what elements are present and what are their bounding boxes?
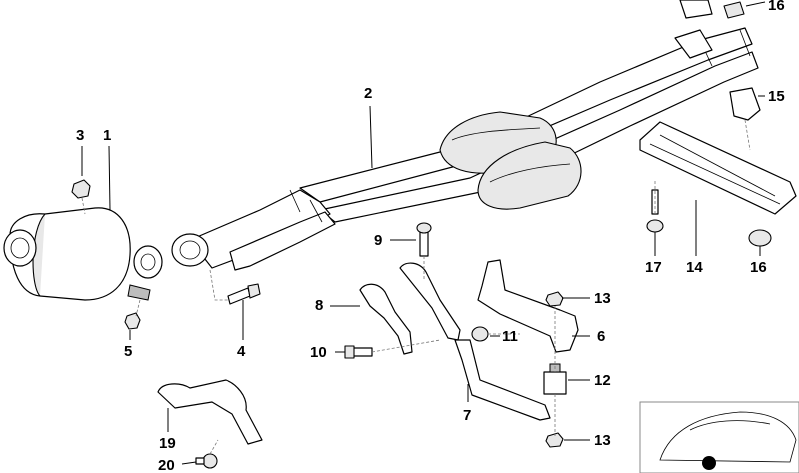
label-20: 20 bbox=[158, 457, 175, 473]
rubber-16-bottom bbox=[748, 229, 772, 247]
location-dot bbox=[702, 456, 716, 470]
label-13-upper: 13 bbox=[594, 290, 611, 307]
label-2: 2 bbox=[364, 85, 372, 102]
label-12: 12 bbox=[594, 372, 611, 389]
label-3: 3 bbox=[76, 127, 84, 144]
label-10: 10 bbox=[310, 344, 327, 361]
nut-11 bbox=[471, 326, 489, 342]
label-8: 8 bbox=[315, 297, 323, 314]
label-6: 6 bbox=[597, 328, 605, 345]
bracket-19 bbox=[157, 379, 263, 445]
heat-shield-14 bbox=[639, 121, 797, 215]
catalytic-converter-front bbox=[3, 207, 163, 301]
bracket-7 bbox=[454, 339, 551, 421]
label-16-bottom: 16 bbox=[750, 259, 767, 276]
bolt-20 bbox=[195, 453, 218, 469]
label-11: 11 bbox=[502, 328, 518, 345]
nut-3 bbox=[71, 179, 91, 199]
label-13-lower: 13 bbox=[594, 432, 611, 449]
label-19: 19 bbox=[159, 435, 176, 452]
bolt-10 bbox=[344, 345, 373, 359]
nut-5 bbox=[124, 312, 141, 330]
label-7: 7 bbox=[463, 407, 471, 424]
bracket-8 bbox=[359, 262, 461, 355]
part-number-labels: 3 1 2 5 4 9 8 10 11 7 6 13 12 13 15 16 1… bbox=[76, 0, 785, 473]
bracket-6 bbox=[477, 259, 579, 353]
vehicle-location-inset bbox=[639, 401, 799, 473]
label-17: 17 bbox=[645, 259, 662, 276]
hanger-15 bbox=[729, 87, 761, 121]
label-1: 1 bbox=[103, 127, 111, 144]
rubber-mount-12 bbox=[543, 363, 567, 395]
leader-lines bbox=[81, 1, 766, 465]
label-9: 9 bbox=[374, 232, 382, 249]
bolt-9 bbox=[416, 222, 432, 257]
nut-13-upper bbox=[545, 291, 564, 307]
label-4: 4 bbox=[237, 343, 246, 360]
label-14: 14 bbox=[686, 259, 703, 276]
assembly-dashed-lines bbox=[81, 119, 751, 455]
nut-13-lower bbox=[545, 432, 564, 448]
label-5: 5 bbox=[124, 343, 132, 360]
front-pipe-assembly bbox=[171, 27, 759, 271]
label-15: 15 bbox=[768, 88, 785, 105]
rubber-16-top bbox=[679, 0, 745, 19]
label-16-top: 16 bbox=[768, 0, 785, 14]
bolt-4 bbox=[227, 283, 261, 305]
